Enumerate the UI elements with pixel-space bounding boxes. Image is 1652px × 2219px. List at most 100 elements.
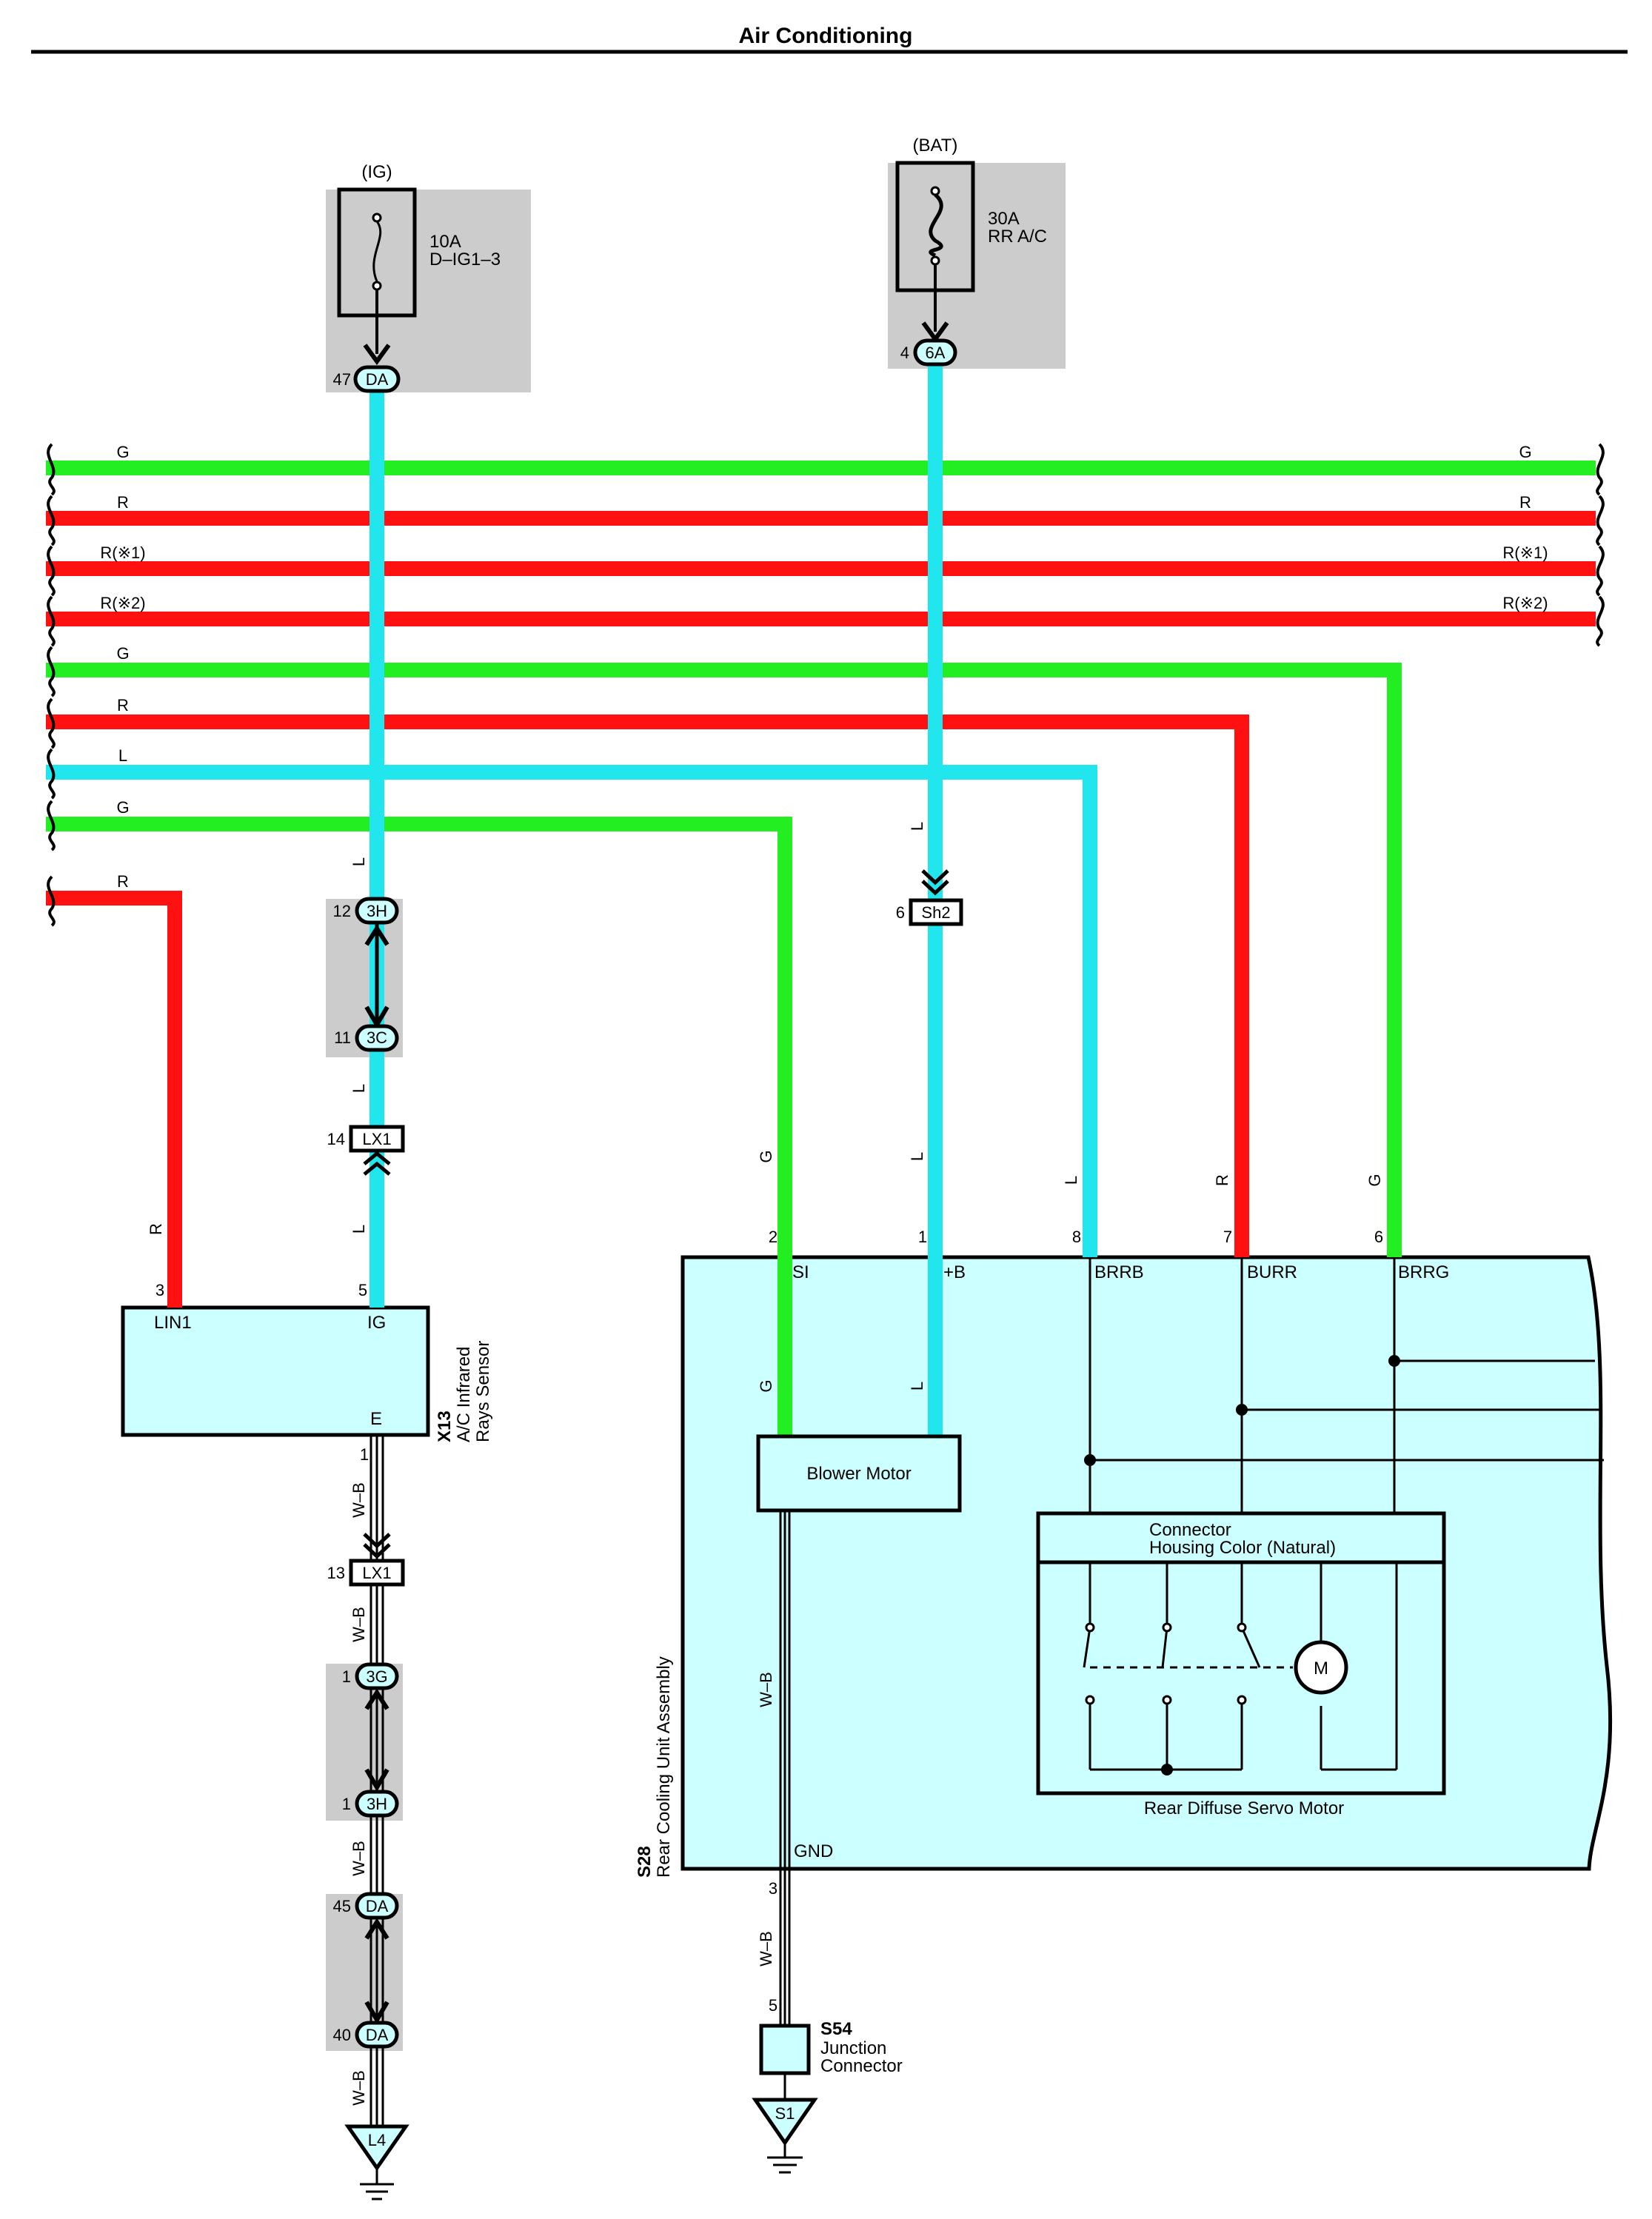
cooling-unit-terminals: 2 1 8 7 6 SI +B BRRB BURR BRRG <box>769 1228 1449 1282</box>
junction-dot-1 <box>1388 1355 1400 1367</box>
ig-fuse-block <box>326 190 531 392</box>
bus-wire-1-right-label: G <box>1519 443 1531 461</box>
lx1-a-box <box>349 1125 405 1153</box>
cu-pin-8: 8 <box>1072 1228 1081 1246</box>
cu-pin-1: 1 <box>918 1228 927 1246</box>
bat-conn-pin: 4 <box>900 344 909 362</box>
sh2-arrow-2 <box>921 880 949 896</box>
sensor-name-line2: Rays Sensor <box>473 1341 493 1442</box>
servo-connector-line1: Connector <box>1149 1520 1231 1540</box>
c3h-bot-pin: 1 <box>342 1795 351 1813</box>
servo-motor-label: M <box>1314 1659 1328 1679</box>
bat-fuse-block <box>888 163 1066 369</box>
junction-connector-box <box>759 2024 811 2075</box>
bat-fuse-terminal-bottom <box>930 255 940 266</box>
wire-label-l-2: L <box>350 1084 368 1093</box>
servo-contact-1a <box>1085 1622 1095 1633</box>
wire-label-l-3: L <box>350 1225 368 1234</box>
bat-fuse-rating: 30A <box>988 209 1020 229</box>
wire-label-l-brrb: L <box>1062 1176 1080 1185</box>
cooling-unit-code: S28 <box>635 1846 655 1878</box>
bus-wire-labels: G G R R R(※1) R(※1) R(※2) R(※2) G R L G … <box>100 443 1548 891</box>
bus-wire-3-right-label: R(※1) <box>1502 543 1548 562</box>
da45-name: DA <box>366 1897 389 1915</box>
cu-terminal-burr: BURR <box>1247 1262 1297 1282</box>
ig-fuse-terminal-bottom <box>372 281 382 291</box>
ground-l4-label: L4 <box>368 2131 386 2149</box>
sensor-code: X13 <box>435 1410 455 1442</box>
servo-contact-3a <box>1237 1622 1247 1633</box>
lx1-a-name: LX1 <box>362 1130 391 1148</box>
bus-wire-9 <box>46 891 182 1308</box>
wire-label-l-b: L <box>908 1152 926 1161</box>
cu-pin-2: 2 <box>769 1228 777 1246</box>
sh2-name: Sh2 <box>921 903 950 922</box>
wire-label-l-inner: L <box>908 1382 926 1390</box>
blower-motor-box <box>756 1434 962 1513</box>
wire-label-r-burr: R <box>1213 1174 1231 1186</box>
cu-pin-7: 7 <box>1223 1228 1232 1246</box>
c3h-top-name: 3H <box>367 902 387 920</box>
bus-wire-8-left-label: G <box>116 798 129 817</box>
junction-line2: Connector <box>820 2056 903 2076</box>
bus-wires <box>46 461 1596 1436</box>
ig-fuse-name: D–IG1–3 <box>429 250 501 270</box>
bus-wire-4-right-label: R(※2) <box>1502 594 1548 612</box>
da40-arrow-down <box>364 2001 389 2024</box>
servo-contact-3b <box>1237 1695 1247 1705</box>
wire-label-wb-1: W–B <box>350 1482 368 1518</box>
c3g-name: 3G <box>366 1667 387 1686</box>
lx1-b-arrow-2 <box>363 1543 391 1559</box>
ig-fuse-rating: 10A <box>429 232 461 252</box>
bus-wire-7 <box>46 765 1097 1257</box>
ig-conn-oval <box>353 365 401 393</box>
servo-contact-2b <box>1162 1695 1172 1705</box>
wire-label-wb-3: W–B <box>350 1841 368 1876</box>
c3c-oval <box>355 1024 399 1052</box>
wire-label-g-si: G <box>757 1150 775 1162</box>
wire-label-wb-6: W–B <box>757 1931 775 1967</box>
wire-label-l-1: L <box>350 857 368 866</box>
bus-wire-8 <box>46 817 792 1436</box>
sensor-pin-lin1: 3 <box>155 1281 164 1299</box>
page-title: Air Conditioning <box>739 24 913 48</box>
ig-fuse-element <box>372 221 382 282</box>
bus-wire-7-left-label: L <box>118 746 127 765</box>
sh2-arrow-1 <box>921 869 949 886</box>
ig-conn-name: DA <box>366 370 389 389</box>
junction-pin: 5 <box>769 1996 777 2015</box>
bus-wire-5 <box>46 663 1402 1257</box>
da40-name: DA <box>366 2026 389 2044</box>
bus-wire-5-left-label: G <box>116 644 129 663</box>
bat-source-label: (BAT) <box>913 135 958 155</box>
bus-wire-1-left-label: G <box>116 443 129 461</box>
ig-conn-pin: 47 <box>333 370 351 389</box>
c3g-pin: 1 <box>342 1667 351 1686</box>
bat-fuse-element <box>929 193 943 258</box>
bus-wire-2-left-label: R <box>117 493 129 512</box>
c3h-bot-oval <box>355 1790 399 1818</box>
junction-line1: Junction <box>820 2038 886 2058</box>
sensor-pin-e: 1 <box>360 1445 369 1464</box>
c3h-top-pin: 12 <box>333 902 351 920</box>
bat-fuse-name: RR A/C <box>988 227 1047 247</box>
servo-internal-wiring <box>1083 1562 1398 1771</box>
ground-s1-triangle <box>752 2098 818 2146</box>
sh2-box <box>909 898 963 926</box>
cooling-unit-internal-wiring <box>1088 1257 1604 1513</box>
bus-left-breaks <box>47 443 56 927</box>
servo-junction-dot <box>1161 1764 1173 1775</box>
ac-infrared-sensor-box <box>121 1305 430 1437</box>
junction-dot-2 <box>1236 1404 1248 1416</box>
lx1-b-name: LX1 <box>362 1564 391 1582</box>
da45-oval <box>355 1892 399 1920</box>
junction-code: S54 <box>820 2019 852 2039</box>
bus-wire-2-right-label: R <box>1519 493 1531 512</box>
cu-terminal-brrg: BRRG <box>1398 1262 1449 1282</box>
cu-gnd-pin: 3 <box>769 1879 777 1898</box>
c3c-name: 3C <box>367 1028 387 1047</box>
sensor-terminal-lin1: LIN1 <box>154 1313 192 1333</box>
bat-conn-name: 6A <box>926 344 946 362</box>
lx1-a-arrow-1 <box>363 1151 391 1165</box>
